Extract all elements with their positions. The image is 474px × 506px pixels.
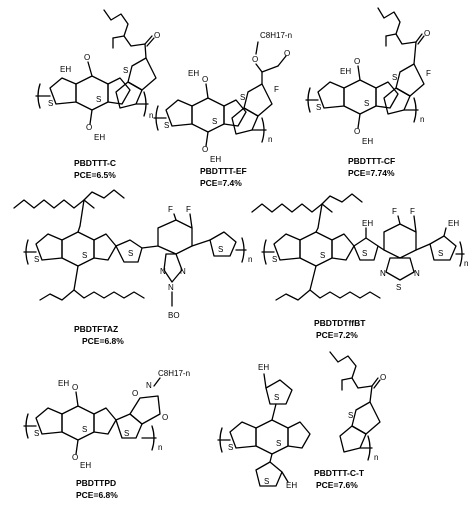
pce-value: PCE=7.4% (200, 178, 242, 188)
structure-pbdttt-c: O S S S O EH O EH n PBDTTT-C PCE=6.5% (35, 9, 160, 180)
eh-label-bottom: EH (94, 133, 105, 142)
structure-pbdtdtffbt: S S S EH F F N S N S EH n PBDTDTffBT PCE… (251, 193, 468, 340)
thiophene-s: S (392, 73, 397, 82)
fluorine-2: F (410, 207, 415, 216)
eh-label-top: EH (258, 363, 269, 372)
eh-label-bottom: EH (286, 481, 297, 490)
alkoxy-o-bottom: O (202, 145, 208, 154)
repeat-n: n (149, 111, 153, 120)
bdt-s-right: S (364, 99, 369, 108)
bdt-s-right: S (276, 439, 281, 448)
bdt-s-left: S (164, 121, 169, 130)
alkoxy-o-top: O (354, 57, 360, 66)
bdt-s-right: S (82, 251, 87, 260)
fluorine-2: F (186, 205, 191, 214)
eh-label-bottom: EH (80, 461, 91, 470)
pce-value: PCE=6.8% (76, 490, 118, 500)
thiadiazole-n-1: N (380, 269, 386, 278)
thiophene-s-top: S (274, 393, 279, 402)
ester-chain-label: C8H17-n (260, 31, 292, 40)
eh-label-1: EH (362, 219, 373, 228)
fluorine-1: F (168, 205, 173, 214)
imide-chain-label: C8H17-n (158, 369, 190, 378)
eh-label-top: EH (340, 67, 351, 76)
thiophene-s: S (124, 429, 129, 438)
ketone-oxygen: O (154, 31, 160, 40)
triazole-n-1: N (160, 267, 166, 276)
eh-label-top: EH (60, 65, 71, 74)
thiophene-s-2: S (438, 249, 443, 258)
bdt-s-left: S (316, 103, 321, 112)
triazole-n-3: N (180, 267, 186, 276)
structure-pbdtftaz: S S S F F N N N BO S n PBDTFTAZ PCE=6.8% (13, 189, 252, 346)
alkoxy-o-top: O (72, 383, 78, 392)
thiadiazole-n-2: N (414, 269, 420, 278)
thiadiazole-s: S (396, 283, 401, 292)
alkoxy-o-bottom: O (354, 127, 360, 136)
ester-carbonyl-o: O (284, 49, 290, 58)
alkoxy-o-bottom: O (86, 123, 92, 132)
eh-label-top: EH (58, 379, 69, 388)
polymer-name: PBDTDTffBT (314, 318, 366, 328)
ester-o: O (252, 55, 258, 64)
structure-pbdttt-cf: O F S S S O EH O EH n PBDTTT-CF PCE=7.74… (305, 7, 431, 178)
polymer-name: PBDTFTAZ (74, 324, 118, 334)
structure-pbdttt-c-t: O S S S S EH S EH n PBDTTT-C-T PCE=7.6% (217, 351, 386, 490)
bdt-s-right: S (320, 251, 325, 260)
repeat-n: n (158, 443, 162, 452)
imide-n: N (146, 381, 152, 390)
bdt-s-left: S (34, 429, 39, 438)
bdt-s-right: S (96, 95, 101, 104)
alkoxy-o-bottom: O (72, 453, 78, 462)
polymer-name: PBDTTT-EF (200, 166, 247, 176)
alkoxy-o-top: O (202, 75, 208, 84)
eh-label-top: EH (188, 69, 199, 78)
thiophene-s-2: S (218, 245, 223, 254)
eh-label-bottom: EH (210, 155, 221, 164)
repeat-n: n (374, 453, 378, 462)
imide-o-1: O (132, 389, 138, 398)
bdt-s-left: S (34, 255, 39, 264)
bdt-s-left: S (48, 99, 53, 108)
repeat-n: n (268, 135, 272, 144)
triazole-n-2: N (168, 283, 174, 292)
thiophene-s-1: S (128, 249, 133, 258)
pce-value: PCE=7.74% (348, 168, 395, 178)
pce-value: PCE=7.2% (316, 330, 358, 340)
pce-value: PCE=7.6% (316, 480, 358, 490)
fluorine-1: F (392, 207, 397, 216)
bdt-s-left: S (272, 255, 277, 264)
bo-label: BO (168, 311, 180, 320)
thiophene-s: S (240, 93, 245, 102)
thiophene-s-1: S (362, 249, 367, 258)
fluorine: F (426, 69, 431, 78)
imide-o-2: O (162, 413, 168, 422)
bdt-s-right: S (82, 425, 87, 434)
repeat-n: n (248, 255, 252, 264)
bdt-s-left: S (228, 443, 233, 452)
bdt-s-right: S (212, 117, 217, 126)
repeat-n: n (464, 259, 468, 268)
ketone-oxygen: O (424, 29, 430, 38)
ketone-oxygen: O (380, 373, 386, 382)
repeat-n: n (420, 115, 424, 124)
polymer-name: PBDTTT-C (74, 158, 116, 168)
eh-label-2: EH (448, 219, 459, 228)
structure-pbdttt-ef: C8H17-n O O F S S S O EH O EH n PBDTTT-E… (153, 31, 292, 188)
eh-label-bottom: EH (362, 137, 373, 146)
polymer-name: PBDTTPD (76, 478, 116, 488)
fluorine: F (274, 85, 279, 94)
thiophene-s: S (123, 66, 128, 75)
thiophene-s: S (348, 411, 353, 420)
structure-pbdttpd: S S O EH O EH S O O N C8H17-n n PBDTTPD … (23, 369, 190, 500)
thiophene-s-bottom: S (264, 477, 269, 486)
pce-value: PCE=6.8% (82, 336, 124, 346)
polymer-name: PBDTTT-C-T (314, 468, 365, 478)
pce-value: PCE=6.5% (74, 170, 116, 180)
polymer-name: PBDTTT-CF (348, 156, 395, 166)
alkoxy-o-top: O (84, 53, 90, 62)
